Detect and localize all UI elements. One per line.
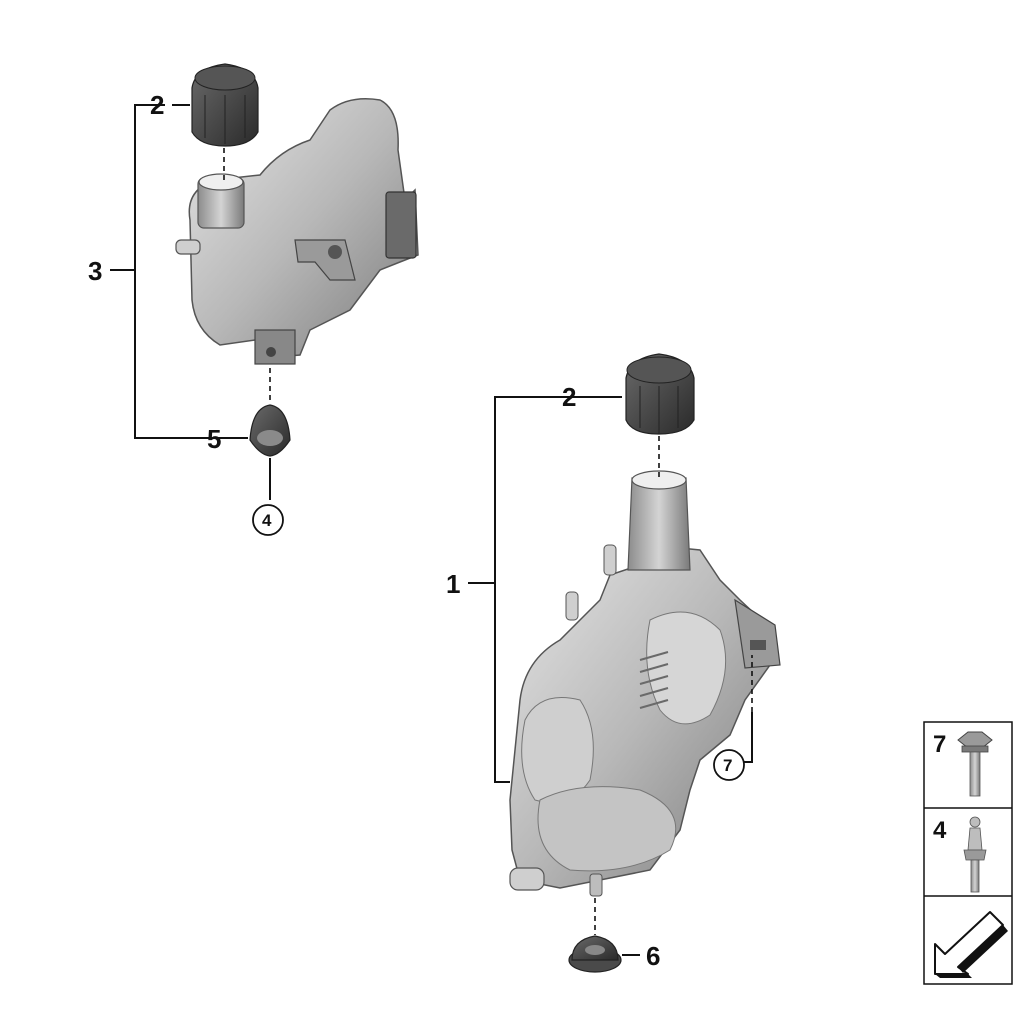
bolt-icon	[957, 731, 993, 797]
svg-text:7: 7	[723, 756, 732, 775]
callout-4-circle: 4	[252, 504, 284, 536]
legend-label-4: 4	[933, 817, 947, 844]
lower-tank-lobe-bottom	[537, 786, 677, 872]
expansion-tank-lower	[509, 470, 781, 897]
legend-box: 7 4	[923, 721, 1013, 985]
lower-tank-ribs	[639, 651, 669, 709]
upper-side-nipple	[175, 239, 201, 255]
callout-7-circle: 7	[713, 749, 745, 781]
callout-1: 1	[446, 569, 460, 599]
lower-nipple-b	[565, 591, 579, 621]
upper-connector-block	[385, 191, 417, 259]
upper-filler-opening	[198, 173, 244, 191]
lower-cap	[625, 353, 695, 435]
lower-mount-bracket	[734, 598, 781, 669]
callout-2-lower: 2	[562, 382, 576, 412]
lower-filler-neck	[627, 477, 691, 571]
upper-lower-foot	[254, 329, 296, 365]
upper-rubber-mount	[249, 404, 291, 457]
upper-housing-body	[188, 98, 419, 359]
upper-cap	[191, 63, 259, 147]
lower-drain-stub	[589, 873, 603, 897]
ball-stud-icon	[963, 816, 987, 893]
legend-label-7: 7	[933, 731, 946, 758]
upper-foot-hole	[266, 347, 276, 357]
lower-filler-opening	[631, 470, 687, 490]
svg-text:4: 4	[262, 511, 272, 530]
callout-2-upper: 2	[150, 90, 164, 120]
callout-5: 5	[207, 424, 221, 454]
expansion-tank-upper-assembly	[175, 98, 419, 365]
lower-tank-lobe-right	[646, 611, 727, 725]
lower-leaders	[468, 396, 753, 956]
callout-3: 3	[88, 256, 102, 286]
lower-bracket-slot	[750, 640, 766, 650]
lower-nipple-a	[603, 544, 617, 576]
lower-outlet-pipe	[509, 867, 545, 891]
upper-mount-hole	[328, 245, 342, 259]
upper-leaders	[110, 104, 271, 500]
callout-6: 6	[646, 941, 660, 971]
arrow-down-left-icon	[934, 911, 1008, 978]
lower-grommet	[568, 935, 622, 973]
lower-tank-lobe-left	[521, 697, 594, 803]
